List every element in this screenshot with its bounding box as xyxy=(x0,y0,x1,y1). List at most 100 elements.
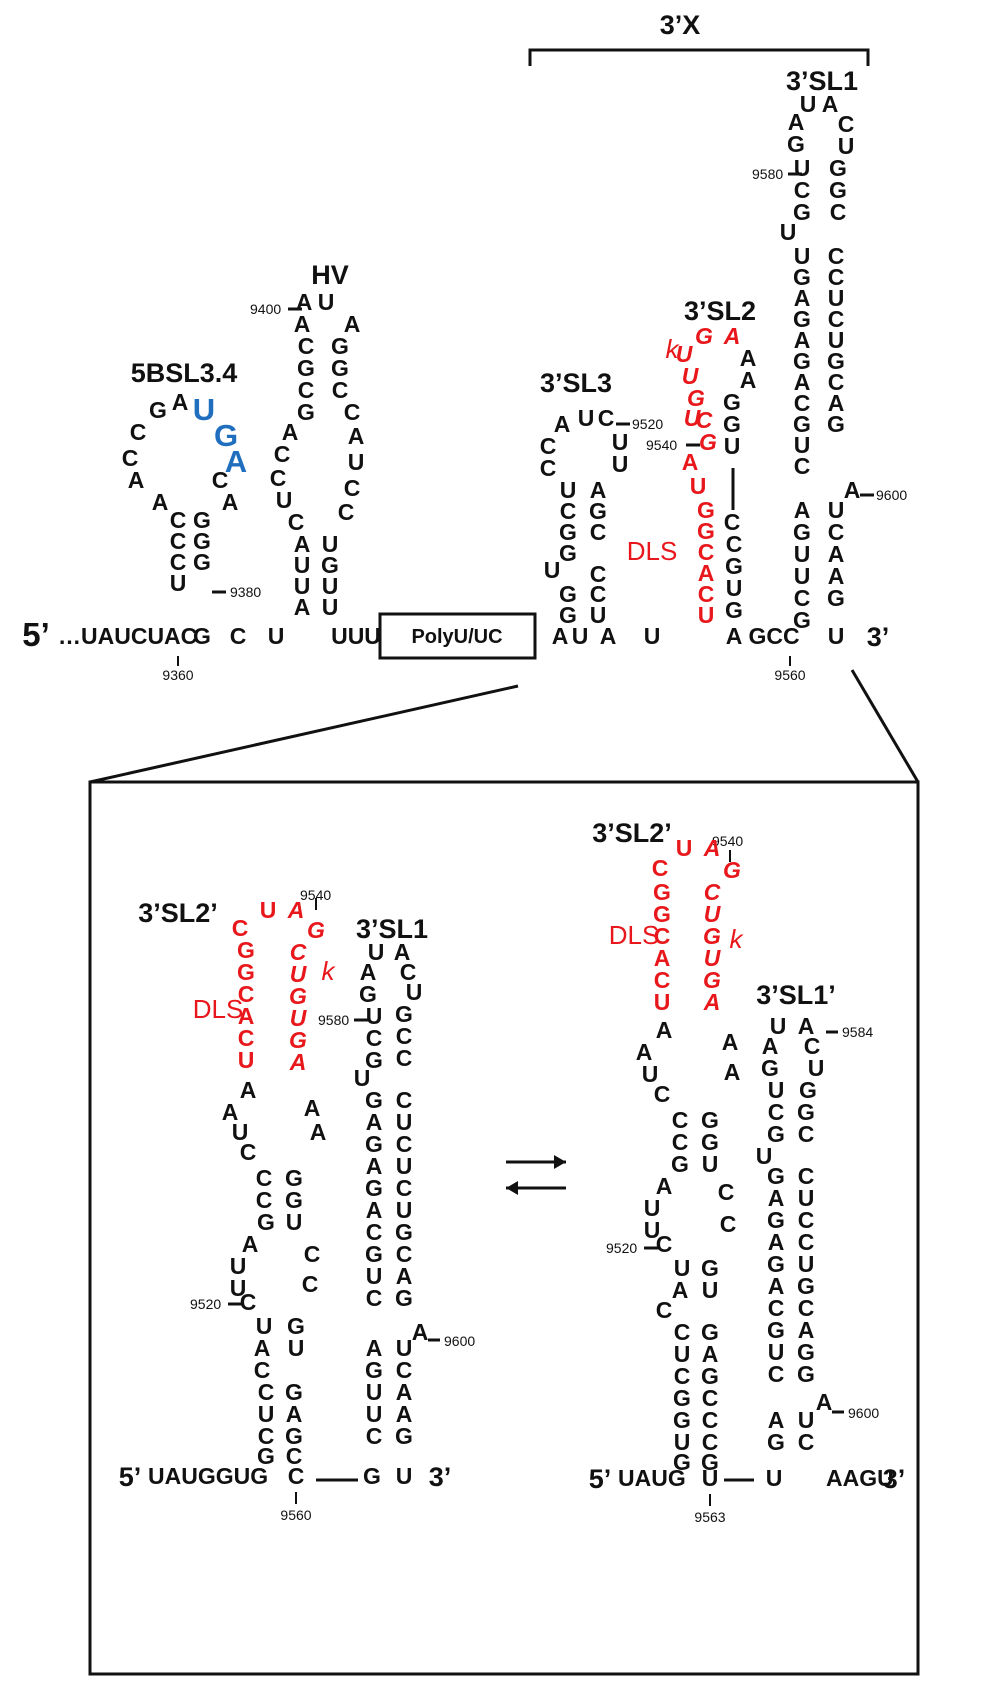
nucleotide-3sl1: C xyxy=(794,177,811,203)
nucleotide-right-sl1: A xyxy=(768,1273,785,1299)
nucleotide-right-dls: G xyxy=(703,967,721,993)
nucleotide-right: G xyxy=(701,1363,719,1389)
nucleotide-right-sl1: A xyxy=(768,1185,785,1211)
nucleotide-hv: C xyxy=(298,333,315,359)
nucleotide-right: G xyxy=(701,1129,719,1155)
nucleotide-right-sl1: C xyxy=(768,1099,785,1125)
num-left-9580: 9580 xyxy=(318,1012,349,1028)
nucleotide-left-sl1: U xyxy=(406,979,423,1005)
nucleotide-left-dls: G xyxy=(289,1027,307,1053)
zoom-line-right xyxy=(850,669,920,783)
nucleotide-left-sl1: U xyxy=(396,1109,413,1135)
nucleotide-3sl1: U xyxy=(828,327,845,353)
nucleotide-left: A xyxy=(222,1099,239,1125)
nucleotide-3sl1: U xyxy=(800,91,817,117)
nucleotide-hv: U xyxy=(348,449,365,475)
nucleotide-left: A xyxy=(242,1231,259,1257)
nucleotide-left-dls: C xyxy=(290,939,307,965)
nucleotide-right: C xyxy=(672,1107,689,1133)
nucleotide-left: A xyxy=(304,1095,321,1121)
nucleotide-left: C xyxy=(258,1423,275,1449)
five-prime-left: 5’ xyxy=(119,1462,142,1492)
nucleotide-right-sl1: U xyxy=(770,1013,787,1039)
nucleotide-right: A xyxy=(636,1039,653,1065)
nucleotide-left-sl1: C xyxy=(396,1357,413,1383)
nucleotide-hv: A xyxy=(296,289,313,315)
nucleotide-3sl1: G xyxy=(793,264,811,290)
nucleotide-3sl1: G xyxy=(827,348,845,374)
nucleotide-5bsl: A xyxy=(172,389,189,415)
nucleotide-right-dls: G xyxy=(723,857,741,883)
nucleotide-3sl3: G xyxy=(559,519,577,545)
leading-seq-left: UAUGGUG xyxy=(148,1463,268,1489)
nucleotide-right-sl1: U xyxy=(798,1407,815,1433)
nucleotide-left: U xyxy=(256,1313,273,1339)
nucleotide-left-sl1: G xyxy=(363,1463,381,1489)
nucleotide-3sl1: A xyxy=(844,477,861,503)
nucleotide-left: C xyxy=(286,1443,303,1469)
nucleotide-left: C xyxy=(304,1241,321,1267)
nucleotide-left: C xyxy=(302,1271,319,1297)
nucleotide-left: G xyxy=(257,1209,275,1235)
nucleotide-5bsl: C xyxy=(170,507,187,533)
label-3sl1: 3’SL1 xyxy=(786,66,858,96)
nucleotide-3sl1: U xyxy=(780,219,797,245)
nucleotide-right-sl1: G xyxy=(761,1055,779,1081)
label-3sl2: 3’SL2 xyxy=(684,296,756,326)
nucleotide-left-dls: G xyxy=(307,917,325,943)
num-left-9600: 9600 xyxy=(444,1333,475,1349)
nucleotide-right-sl1: A xyxy=(768,1407,785,1433)
nucleotide-left-dls: C xyxy=(232,915,249,941)
nucleotide-3sl1: C xyxy=(828,519,845,545)
nucleotide-left-sl1: G xyxy=(365,1175,383,1201)
nucleotide-3sl3: C xyxy=(560,498,577,524)
nucleotide-3sl1: G xyxy=(793,519,811,545)
nucleotide-left-sl1: U xyxy=(396,1153,413,1179)
bracket-line xyxy=(528,48,870,66)
nucleotide-5bsl: C xyxy=(130,419,147,445)
nucleotide-3sl3: U xyxy=(612,451,629,477)
nucleotide-right: U xyxy=(674,1429,691,1455)
nucleotide-right-dls: A xyxy=(703,989,721,1015)
nucleotide-right-sl1: U xyxy=(798,1185,815,1211)
nucleotide-dls: A xyxy=(723,323,741,349)
nucleotide-hv: G xyxy=(331,333,349,359)
nucleotide-left-sl1: C xyxy=(396,1175,413,1201)
nucleotide-3sl1: G xyxy=(793,607,811,633)
num-right-9520: 9520 xyxy=(606,1240,637,1256)
nucleotide-left-sl1: G xyxy=(395,1423,413,1449)
nucleotide-3sl3: C xyxy=(598,405,615,431)
nucleotide-3sl1: A xyxy=(828,390,845,416)
nucleotide-right: G xyxy=(701,1107,719,1133)
nucleotide-left: C xyxy=(240,1289,257,1315)
nucleotide-3sl1: C xyxy=(828,264,845,290)
nucleotide-left-sl1: G xyxy=(395,1219,413,1245)
nucleotide-3sl1: G xyxy=(787,131,805,157)
nucleotide-3sl3: U xyxy=(578,405,595,431)
nucleotide-right-dls: G xyxy=(703,923,721,949)
nucleotide-3sl2: C xyxy=(724,509,741,535)
nucleotide-3sl3: U xyxy=(572,623,589,649)
nucleotide-3sl2: G xyxy=(725,553,743,579)
nucleotide-left-sl1: G xyxy=(365,1047,383,1073)
nucleotide-right: C xyxy=(656,1297,673,1323)
nucleotide-right: C xyxy=(720,1211,737,1237)
nucleotide-right-sl1: C xyxy=(768,1295,785,1321)
nucleotide-3sl1: C xyxy=(838,111,855,137)
nucleotide-left-dls: U xyxy=(260,897,277,923)
nucleotide-3sl1: G xyxy=(829,155,847,181)
inset-left-marks: 9540 9580 9520 9600 9560 xyxy=(190,887,475,1523)
nucleotide-hv: C xyxy=(298,377,315,403)
nucleotide-left-dls: A xyxy=(287,897,305,923)
nucleotide-left-sl1: U xyxy=(396,1463,413,1489)
polyu-box-frame xyxy=(378,612,537,660)
num-9380: 9380 xyxy=(230,584,261,600)
nucleotide-dls: G xyxy=(687,385,705,411)
nucleotide-dls: U xyxy=(682,363,700,389)
nucleotide-left-sl1: A xyxy=(366,1109,383,1135)
nucleotide-right: C xyxy=(674,1363,691,1389)
nucleotide-3sl1: A xyxy=(794,327,811,353)
nucleotide-hv: G xyxy=(297,355,315,381)
nucleotide-right-sl1: G xyxy=(797,1361,815,1387)
nucleotide-left-dls: C xyxy=(238,1025,255,1051)
